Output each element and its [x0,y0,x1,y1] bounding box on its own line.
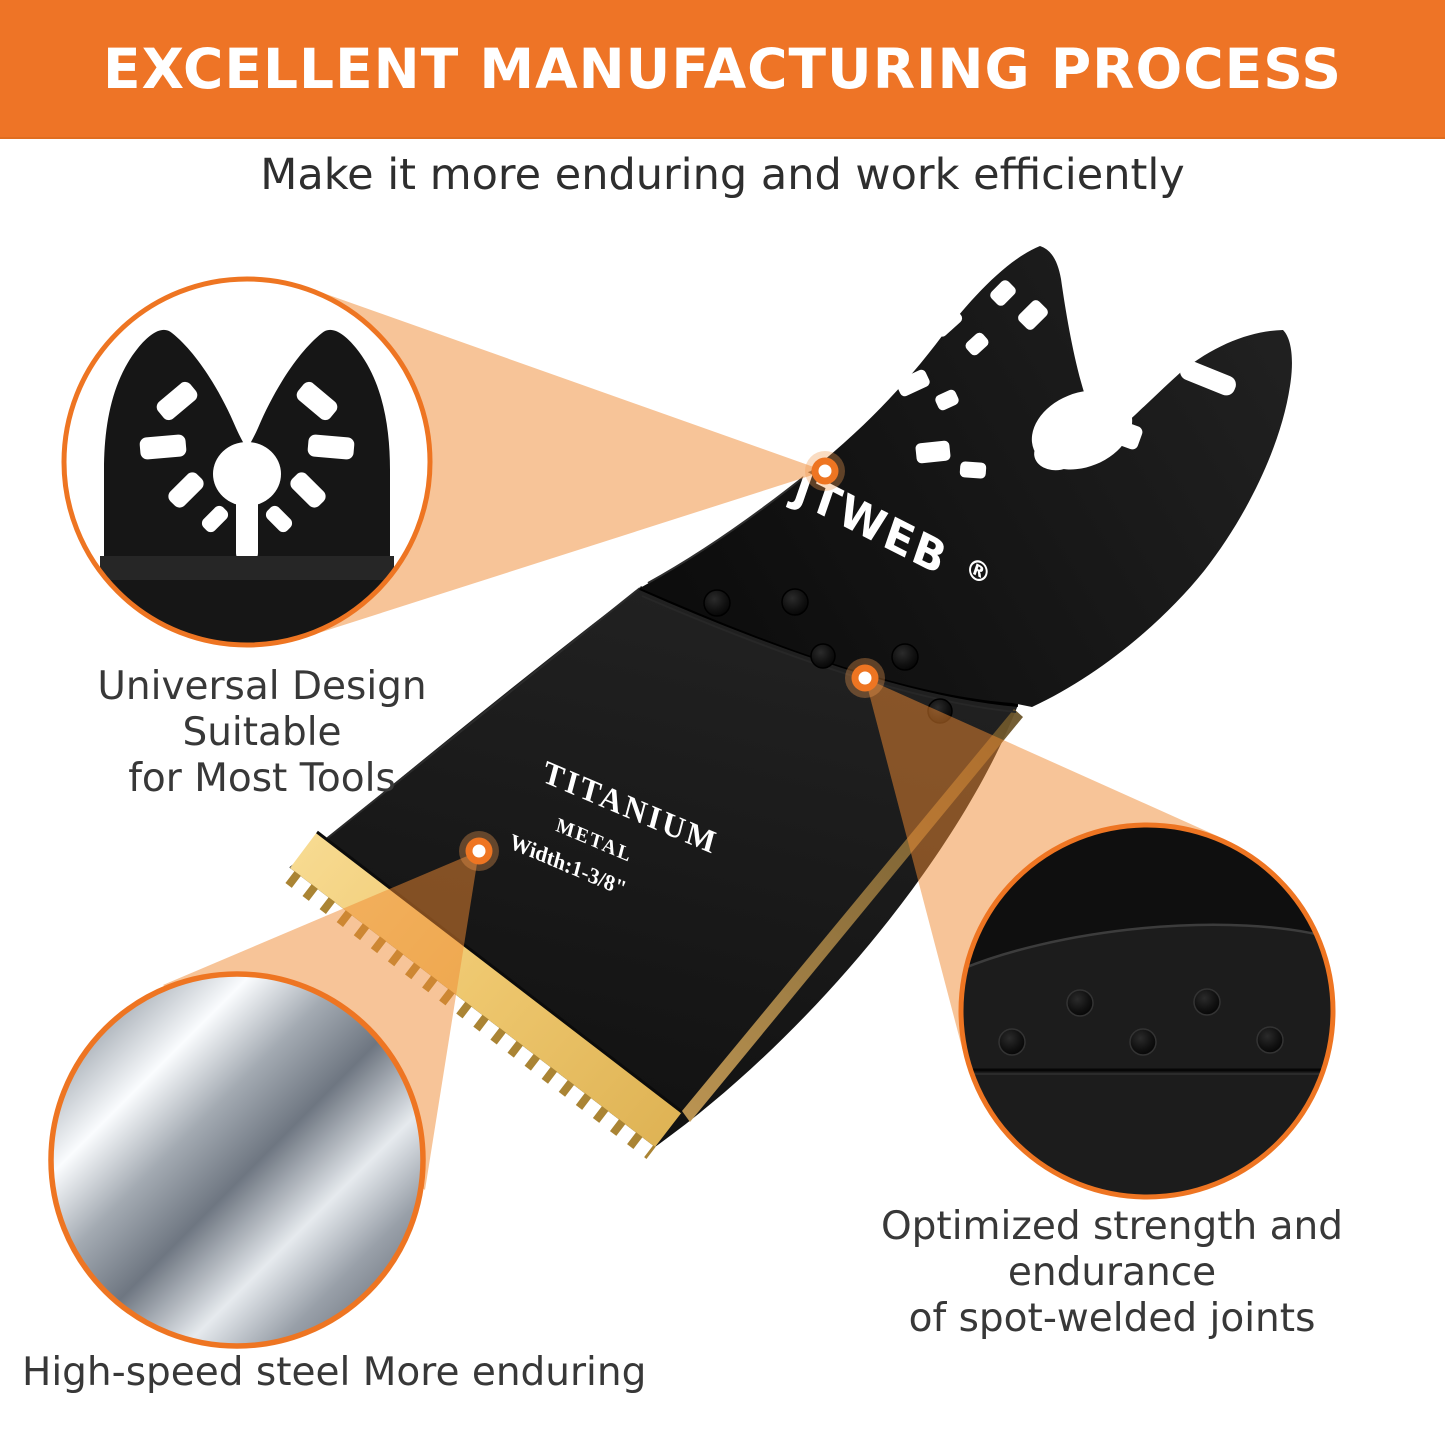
banner-title: EXCELLENT MANUFACTURING PROCESS [103,36,1342,101]
callout-beam-universal [303,288,825,638]
label-universal-line1: Universal Design Suitable [97,664,427,755]
steel-texture [51,974,423,1346]
callout-circle-universal [61,276,433,648]
callout-circle-steel [48,971,426,1349]
label-steel: High-speed steel More enduring [22,1350,722,1396]
weld-upper-plate [963,827,1331,972]
rivet [1066,989,1094,1017]
circle-ring [61,276,433,648]
label-steel-line1: High-speed steel More enduring [22,1350,647,1395]
rivet [891,643,919,671]
weld-zoom [963,827,1331,1075]
rivet [1129,1028,1157,1056]
callout-dots [459,451,885,871]
arbor-edge-highlight [647,471,811,584]
circle-ring [958,822,1336,1200]
callout-dot-welds [845,658,885,698]
label-universal-line2: for Most Tools [128,756,396,801]
arbor-cutouts [896,280,1236,479]
universal-mount-cutouts [139,381,355,562]
rivet [703,589,731,617]
rivet [1193,988,1221,1016]
mount-plate-highlight-band [100,556,394,580]
weld-plate-edge [963,923,1331,974]
gold-band-shadow [316,830,683,1114]
universal-mount-zoom [100,329,394,643]
rivet [810,643,836,669]
weld-seam-highlight [641,595,1017,713]
circle-ring [48,971,426,1349]
label-welds-line1: Optimized strength and endurance [880,1204,1344,1295]
subtitle-text: Make it more enduring and work efficient… [260,150,1185,200]
weld-zoom-rivets [998,988,1284,1056]
callout-circle-welds [958,822,1336,1200]
label-welds: Optimized strength and endurance of spot… [822,1204,1402,1342]
callout-dot-steel [459,831,499,871]
rivet [781,588,809,616]
blade-body [290,588,1018,1147]
blade-edge-highlight [289,587,641,869]
label-universal: Universal Design Suitable for Most Tools [30,664,494,802]
header-banner: EXCELLENT MANUFACTURING PROCESS [0,0,1445,139]
callout-dot-universal [805,451,845,491]
rivet [1256,1026,1284,1054]
rivet [998,1028,1026,1056]
label-welds-line2: of spot-welded joints [908,1296,1316,1341]
